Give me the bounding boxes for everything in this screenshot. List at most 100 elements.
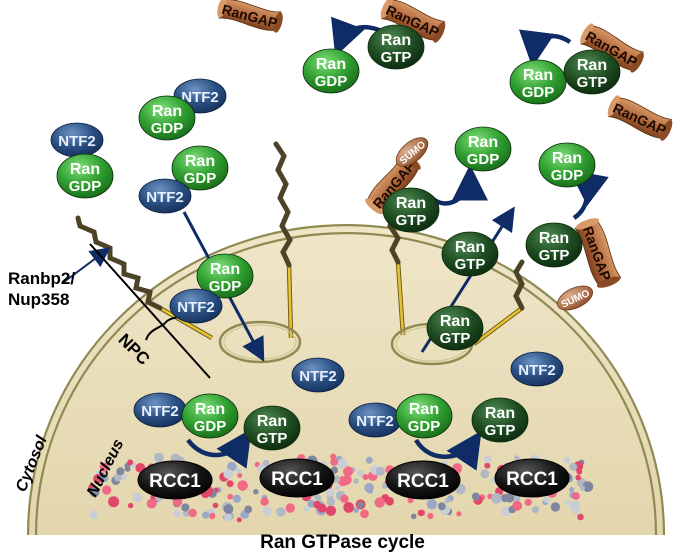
chromatin-bead: [232, 494, 241, 503]
gtp-label: GTP: [440, 330, 471, 347]
ntf2-label: NTF2: [518, 362, 556, 379]
chromatin-bead: [343, 466, 354, 477]
chromatin-bead: [317, 503, 327, 513]
ran-label: Ran: [455, 239, 485, 256]
chromatin-bead: [99, 462, 109, 472]
chromatin-bead: [427, 512, 434, 520]
chromatin-bead: [260, 497, 269, 506]
chromatin-bead: [374, 497, 385, 508]
ran-label: Ran: [396, 195, 426, 212]
ran-label: Ran: [577, 57, 607, 74]
chromatin-bead: [132, 492, 143, 503]
gtp-label: GTP: [485, 422, 516, 439]
ran-label: Ran: [152, 103, 182, 120]
gtp-label: GTP: [539, 247, 570, 264]
chromatin-bead: [326, 488, 335, 497]
ranbp2-label: Ranbp2/ Nup358: [8, 268, 75, 310]
gtp-label: GTP: [577, 74, 608, 91]
chromatin-bead: [334, 484, 341, 491]
rcc1-exchange-arrow-left: [186, 428, 252, 469]
gdp-label: GDP: [151, 120, 184, 137]
ran-label: Ran: [409, 401, 439, 418]
chromatin-bead: [357, 501, 364, 509]
chromatin-bead: [563, 456, 571, 464]
gdp-label: GDP: [522, 84, 555, 101]
chromatin-bead: [437, 502, 446, 511]
chromatin-bead: [353, 478, 359, 484]
ntf2-label: NTF2: [58, 133, 96, 150]
chromatin-bead: [303, 505, 310, 512]
chromatin-bead: [410, 513, 417, 520]
chromatin-bead: [564, 499, 570, 506]
rcc1-label: RCC1: [271, 469, 323, 490]
chromatin-bead: [202, 511, 210, 519]
chromatin-bead: [114, 473, 121, 481]
chromatin-bead: [89, 510, 99, 520]
chromatin-bead: [188, 508, 197, 518]
gdp-label: GDP: [408, 418, 441, 435]
rcc1-label: RCC1: [506, 469, 558, 490]
ran-label: Ran: [210, 261, 240, 278]
rcc1: RCC1: [494, 458, 570, 498]
chromatin-bead: [456, 511, 462, 517]
ran-label: Ran: [70, 161, 100, 178]
chromatin-bead: [124, 465, 131, 472]
ran-label: Ran: [539, 230, 569, 247]
chromatin-bead: [237, 473, 243, 478]
chromatin-bead: [572, 508, 580, 515]
chromatin-bead: [262, 459, 270, 467]
rangap: RanGAP: [217, 0, 283, 33]
chromatin-bead: [417, 509, 424, 517]
ntf2-label: NTF2: [181, 89, 219, 106]
chromatin-bead: [569, 487, 575, 493]
rangap: RanGAP: [607, 95, 673, 141]
chromatin-bead: [340, 494, 349, 504]
chromatin-bead: [382, 482, 388, 489]
filament-left: [75, 215, 163, 311]
chromatin-bead: [276, 507, 286, 517]
chromatin-bead: [209, 512, 216, 520]
gdp-label: GDP: [194, 418, 227, 435]
chromatin-bead: [483, 455, 492, 464]
chromatin-bead: [353, 507, 359, 513]
chromatin-bead: [226, 480, 234, 488]
chromatin-bead: [480, 469, 490, 479]
chromatin-bead: [505, 493, 515, 503]
chromatin-bead: [407, 497, 414, 504]
ran-label: Ran: [195, 401, 225, 418]
chromatin-bead: [183, 510, 190, 517]
chromatin-bead: [524, 498, 532, 506]
chromatin-bead: [337, 458, 348, 469]
chromatin-bead: [575, 474, 581, 481]
chromatin-bead: [512, 500, 523, 511]
ran-label: Ran: [552, 150, 582, 167]
chromatin-bead: [326, 497, 336, 507]
ntf2: NTF2: [133, 392, 187, 428]
chromatin-bead: [285, 503, 295, 513]
rcc1: RCC1: [259, 458, 335, 498]
chromatin-bead: [375, 466, 385, 476]
chromatin-bead: [325, 505, 337, 516]
rcc1: RCC1: [385, 460, 461, 500]
ranbp2-pointer-arrow: [63, 247, 111, 283]
gdp-label: GDP: [184, 170, 217, 187]
ntf2: NTF2: [291, 357, 345, 393]
ran-label: Ran: [316, 56, 346, 73]
chromatin-bead: [543, 496, 550, 503]
chromatin-bead: [146, 498, 157, 509]
chromatin-bead: [330, 458, 339, 466]
chromatin-bead: [360, 509, 369, 519]
chromatin-bead: [582, 481, 594, 492]
chromatin-bead: [572, 492, 580, 500]
diagram-caption: Ran GTPase cycle: [260, 532, 425, 553]
chromatin-bead: [577, 513, 584, 521]
